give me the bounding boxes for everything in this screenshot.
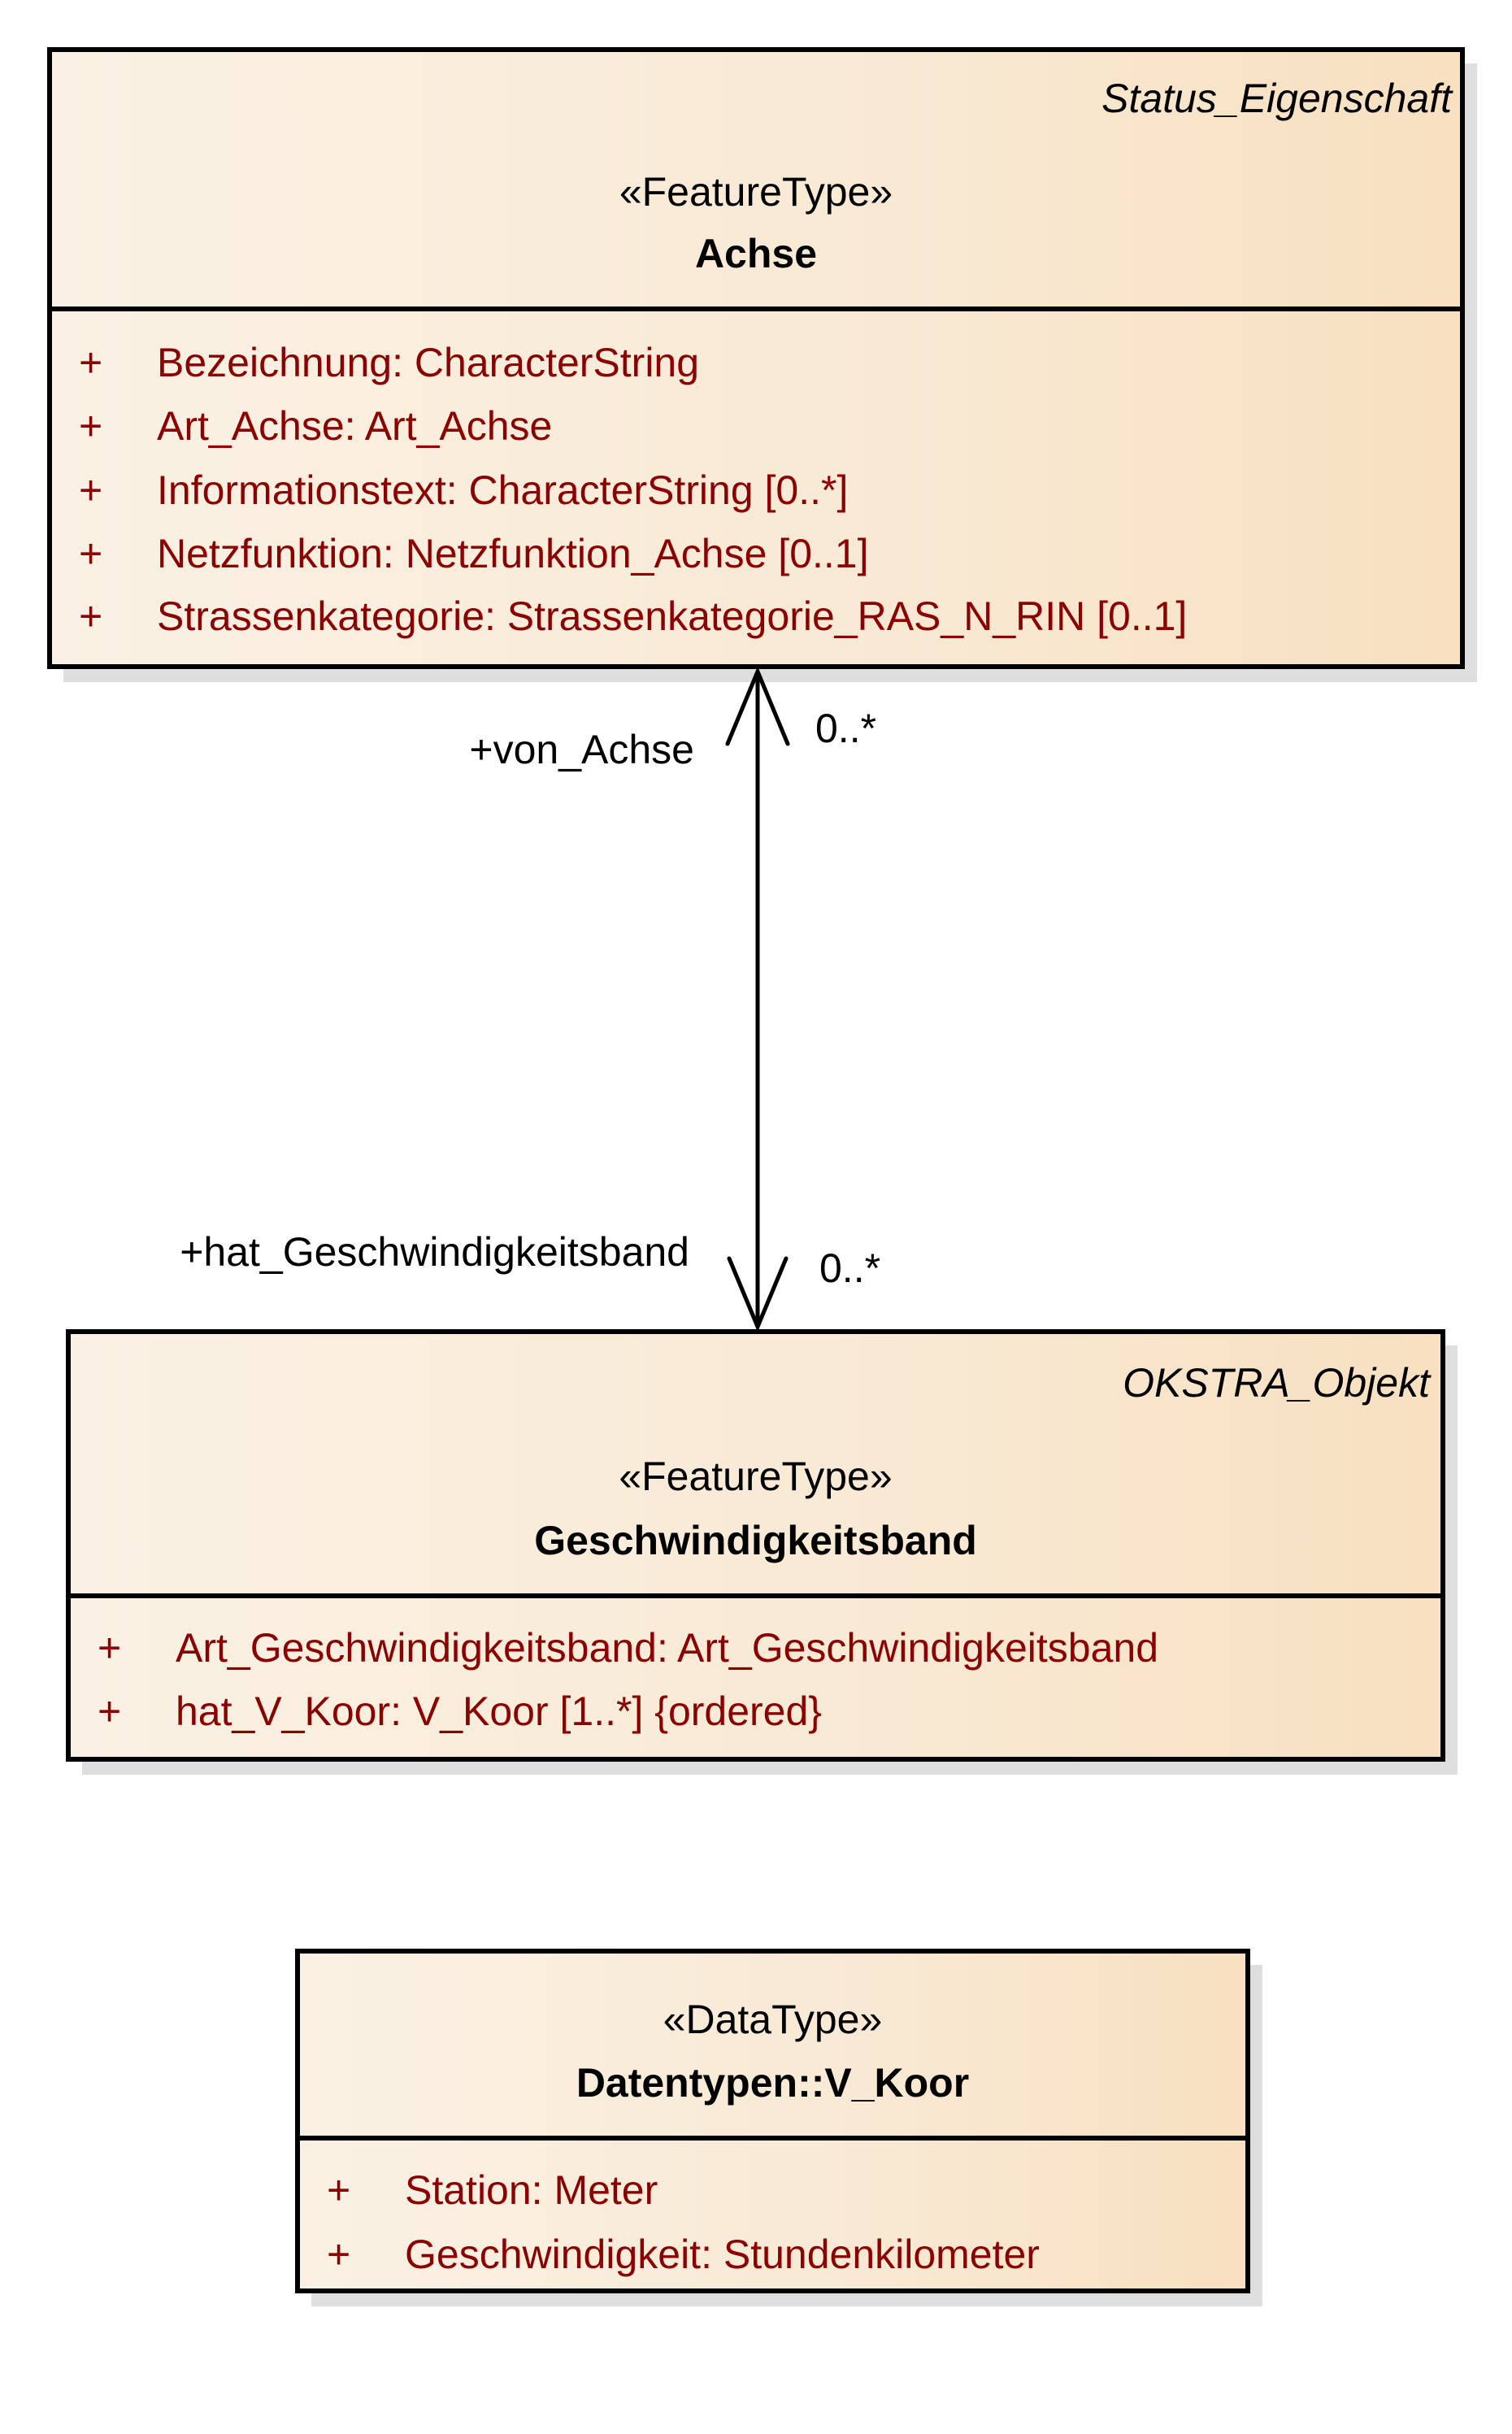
- attribute-text: Netzfunktion: Netzfunktion_Achse [0..1]: [157, 531, 869, 576]
- class-achse-stereotype: «FeatureType»: [619, 169, 893, 215]
- class-achse[interactable]: Status_Eigenschaft «FeatureType» Achse +…: [47, 47, 1465, 669]
- visibility-public-icon: +: [327, 2232, 351, 2277]
- class-v-koor[interactable]: «DataType» Datentypen::V_Koor + Station:…: [295, 1949, 1250, 2293]
- class-v-koor-divider: [300, 2136, 1245, 2141]
- attribute-text: hat_V_Koor: V_Koor [1..*] {ordered}: [176, 1689, 822, 1734]
- visibility-public-icon: +: [98, 1625, 122, 1671]
- class-achse-name: Achse: [694, 231, 818, 276]
- arrowhead-down-icon: [727, 1256, 789, 1332]
- attribute-text: Strassenkategorie: Strassenkategorie_RAS…: [157, 593, 1188, 639]
- class-v-koor-stereotype: «DataType»: [663, 1997, 883, 2042]
- attribute-text: Geschwindigkeit: Stundenkilometer: [405, 2232, 1040, 2277]
- attribute-text: Art_Geschwindigkeitsband: Art_Geschwindi…: [176, 1625, 1159, 1671]
- visibility-public-icon: +: [327, 2167, 351, 2213]
- visibility-public-icon: +: [79, 531, 103, 576]
- attribute-text: Informationstext: CharacterString [0..*]: [157, 467, 849, 513]
- association-multiplicity-bottom: 0..*: [819, 1245, 881, 1291]
- attribute-text: Station: Meter: [405, 2167, 658, 2213]
- class-geschwindigkeitsband-tag: OKSTRA_Objekt: [1123, 1360, 1430, 1406]
- class-geschwindigkeitsband-name: Geschwindigkeitsband: [534, 1518, 977, 1563]
- class-geschwindigkeitsband-stereotype: «FeatureType»: [619, 1454, 893, 1499]
- class-achse-divider: [52, 306, 1460, 311]
- class-geschwindigkeitsband[interactable]: OKSTRA_Objekt «FeatureType» Geschwindigk…: [66, 1329, 1445, 1762]
- visibility-public-icon: +: [79, 340, 103, 385]
- class-v-koor-name: Datentypen::V_Koor: [576, 2060, 970, 2106]
- attribute-text: Bezeichnung: CharacterString: [157, 340, 700, 385]
- association-multiplicity-top: 0..*: [815, 706, 877, 751]
- association-role-top: +von_Achse: [469, 727, 694, 772]
- visibility-public-icon: +: [98, 1689, 122, 1734]
- class-geschwindigkeitsband-divider: [71, 1593, 1440, 1598]
- attribute-text: Art_Achse: Art_Achse: [157, 403, 553, 449]
- association-role-bottom: +hat_Geschwindigkeitsband: [180, 1229, 689, 1275]
- visibility-public-icon: +: [79, 403, 103, 449]
- class-achse-tag: Status_Eigenschaft: [1101, 76, 1452, 121]
- visibility-public-icon: +: [79, 593, 103, 639]
- arrowhead-up-icon: [725, 666, 790, 746]
- visibility-public-icon: +: [79, 467, 103, 513]
